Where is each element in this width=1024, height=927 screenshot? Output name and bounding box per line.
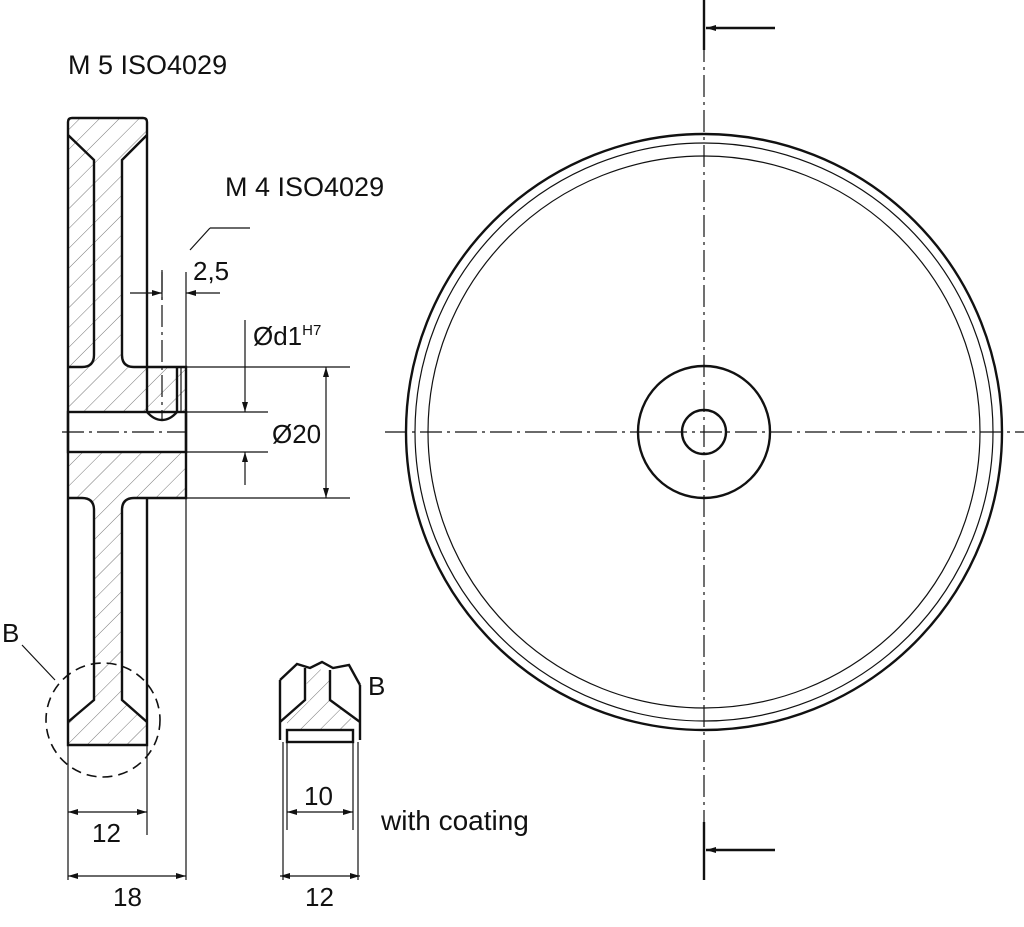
dim-2-5: 2,5 [193,256,229,286]
dim-12: 12 [92,818,121,848]
screw-m5-label: M 5 ISO4029 [68,50,227,80]
detail-b-label: B [368,671,385,701]
detail-b-circle [45,662,161,778]
section-view [45,116,188,778]
dimensions [21,227,350,880]
section-hatch [68,118,186,745]
detail-b-view [278,660,362,880]
section-outline [66,116,188,747]
dim-bore: Ød1H7 [253,321,321,351]
coating-note: with coating [380,805,529,836]
dim-hub: Ø20 [272,419,321,449]
front-view [385,0,1024,880]
dim-18: 18 [113,882,142,912]
screw-m4-label: M 4 ISO4029 [225,172,384,202]
dim-10: 10 [304,781,333,811]
dim-12-detail: 12 [305,882,334,912]
dim-bore-tolerance: H7 [302,322,321,339]
detail-b-marker: B [2,618,19,648]
coating-layer [285,728,355,744]
